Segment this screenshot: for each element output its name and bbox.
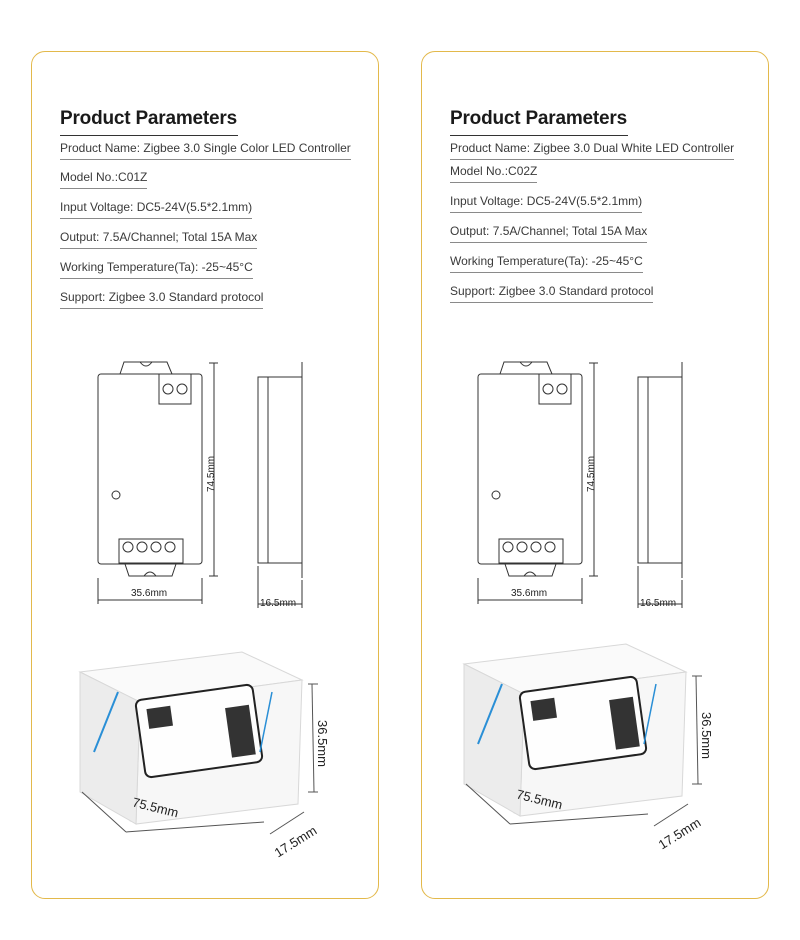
- dimension-drawing: [477, 361, 683, 608]
- param-model-no: Model No.:C02Z: [450, 164, 538, 183]
- product-card-c01z: Product Parameters Product Name: Zigbee …: [31, 51, 379, 899]
- box-height-label: 36.5mm: [315, 720, 330, 767]
- front-view-outline: [477, 373, 583, 565]
- param-working-temperature: Working Temperature(Ta): -25~45°C: [60, 260, 253, 279]
- dim-width-label: 35.6mm: [131, 588, 168, 599]
- pairing-button-icon: [491, 490, 501, 500]
- front-view-outline: [97, 373, 203, 565]
- section-title: Product Parameters: [450, 108, 627, 129]
- product-card-c02z: Product Parameters Product Name: Zigbee …: [421, 51, 769, 899]
- title-underline: [60, 135, 238, 136]
- param-output: Output: 7.5A/Channel; Total 15A Max: [60, 230, 258, 249]
- packaging-box-image: [462, 643, 702, 827]
- param-model-no: Model No.:C01Z: [60, 170, 148, 189]
- output-terminal: [498, 538, 564, 564]
- title-underline: [450, 135, 628, 136]
- output-terminal: [118, 538, 184, 564]
- param-output: Output: 7.5A/Channel; Total 15A Max: [450, 224, 648, 243]
- param-support: Support: Zigbee 3.0 Standard protocol: [450, 284, 654, 303]
- input-terminal: [158, 373, 192, 405]
- box-height-label: 36.5mm: [699, 712, 714, 759]
- input-terminal: [538, 373, 572, 405]
- section-title: Product Parameters: [60, 108, 237, 129]
- pairing-button-icon: [111, 490, 121, 500]
- param-product-name: Product Name: Zigbee 3.0 Dual White LED …: [450, 141, 735, 160]
- param-product-name: Product Name: Zigbee 3.0 Single Color LE…: [60, 141, 351, 160]
- dim-depth-label: 16.5mm: [260, 598, 297, 609]
- dim-width-label: 35.6mm: [511, 588, 548, 599]
- param-input-voltage: Input Voltage: DC5-24V(5.5*2.1mm): [450, 194, 643, 213]
- param-support: Support: Zigbee 3.0 Standard protocol: [60, 290, 264, 309]
- packaging-box-image: [78, 651, 318, 835]
- dim-depth-label: 16.5mm: [640, 598, 677, 609]
- dimension-drawing: [97, 361, 303, 608]
- param-working-temperature: Working Temperature(Ta): -25~45°C: [450, 254, 643, 273]
- param-input-voltage: Input Voltage: DC5-24V(5.5*2.1mm): [60, 200, 253, 219]
